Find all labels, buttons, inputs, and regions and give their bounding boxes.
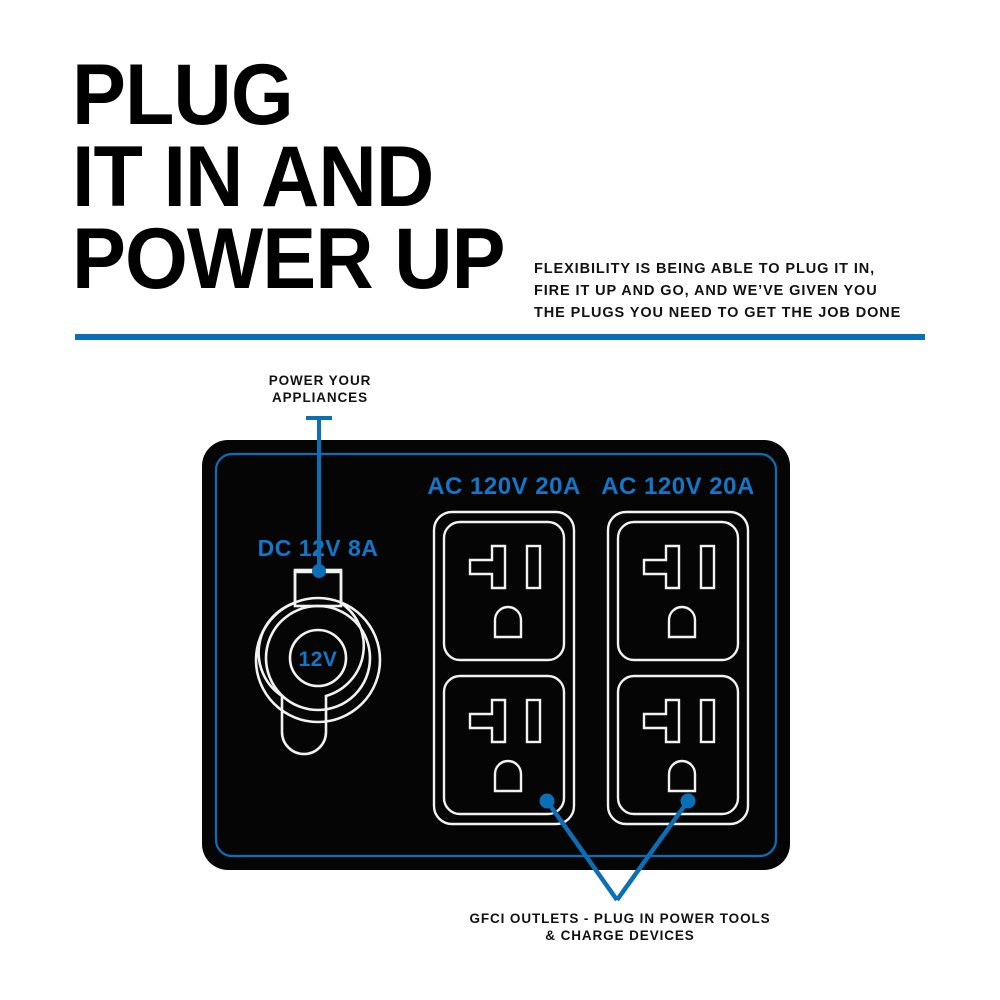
headline-line-1: PLUG: [72, 47, 294, 143]
dc-socket-label-12v: 12V: [299, 648, 338, 671]
ac1-lower-neutral-t-slot: [468, 698, 507, 744]
ac1-receptacle-lower: [442, 674, 566, 816]
callout-gfci-outlets: GFCI OUTLETS - PLUG IN POWER TOOLS & CHA…: [300, 910, 940, 944]
divider-rule: [75, 334, 925, 340]
outlet-panel-illustration: 12V DC 12V 8A: [0, 360, 1000, 920]
headline-line-3: POWER UP: [72, 211, 506, 307]
dc-socket-inner-ring: [257, 570, 365, 756]
ac1-upper-body: [442, 520, 566, 662]
headline-line-2: IT IN AND: [72, 129, 434, 225]
ac-duplex-outlet-2: [606, 510, 750, 826]
ac1-upper-hot-slot: [525, 544, 542, 590]
callout-top-line-2: APPLIANCES: [271, 390, 368, 405]
leader-bottom-right-arm: [615, 799, 690, 902]
ac2-faceplate: [606, 510, 750, 826]
dc-socket-center-bore: [288, 628, 348, 688]
deck-paragraph: FLEXIBILITY IS BEING ABLE TO PLUG IT IN,…: [534, 258, 934, 324]
ac2-lower-hot-slot: [699, 698, 716, 744]
ac1-upper-neutral-t-slot: [468, 544, 507, 590]
ac1-receptacle-upper: [442, 520, 566, 662]
ac1-faceplate: [432, 510, 576, 826]
dc-socket-outer-ring: [254, 596, 382, 724]
ac-outlet-2-label: AC 120V 20A: [601, 473, 755, 500]
ac2-upper-neutral-t-slot: [642, 544, 681, 590]
leader-top-endpoint-dot: [312, 564, 326, 578]
deck-line-3: THE PLUGS YOU NEED TO GET THE JOB DONE: [534, 305, 902, 321]
leader-line-top: [306, 416, 332, 578]
page-title: PLUG IT IN AND POWER UP: [72, 47, 592, 307]
callout-top-line-1: POWER YOUR: [268, 373, 372, 388]
panel-inset-outline: [214, 452, 778, 858]
dc-socket-mid-ring: [264, 604, 372, 712]
leader-line-bottom: [539, 793, 696, 902]
ac-duplex-outlet-1: [432, 510, 576, 826]
leader-bottom-left-dot: [539, 793, 555, 809]
ac2-upper-ground-slot: [667, 605, 697, 639]
ac2-upper-body: [616, 520, 740, 662]
leader-bottom-left-arm: [545, 799, 619, 902]
leader-bottom-right-dot: [680, 793, 696, 809]
ac1-lower-hot-slot: [525, 698, 542, 744]
callout-power-your-appliances: POWER YOUR APPLIANCES: [200, 372, 440, 406]
ac2-lower-neutral-t-slot: [642, 698, 681, 744]
ac1-lower-ground-slot: [493, 759, 523, 793]
ac1-upper-ground-slot: [493, 605, 523, 639]
deck-line-2: FIRE IT UP AND GO, AND WE’VE GIVEN YOU: [534, 283, 878, 299]
deck-line-1: FLEXIBILITY IS BEING ABLE TO PLUG IT IN,: [534, 261, 876, 277]
ac2-receptacle-upper: [616, 520, 740, 662]
ac2-upper-hot-slot: [699, 544, 716, 590]
callout-bottom-line-1: GFCI OUTLETS - PLUG IN POWER TOOLS: [469, 911, 771, 926]
ac1-lower-body: [442, 674, 566, 816]
ac2-lower-ground-slot: [667, 759, 697, 793]
ac-outlet-1-label: AC 120V 20A: [427, 473, 581, 500]
callout-bottom-line-2: & CHARGE DEVICES: [545, 928, 695, 943]
panel-body: [202, 440, 790, 870]
